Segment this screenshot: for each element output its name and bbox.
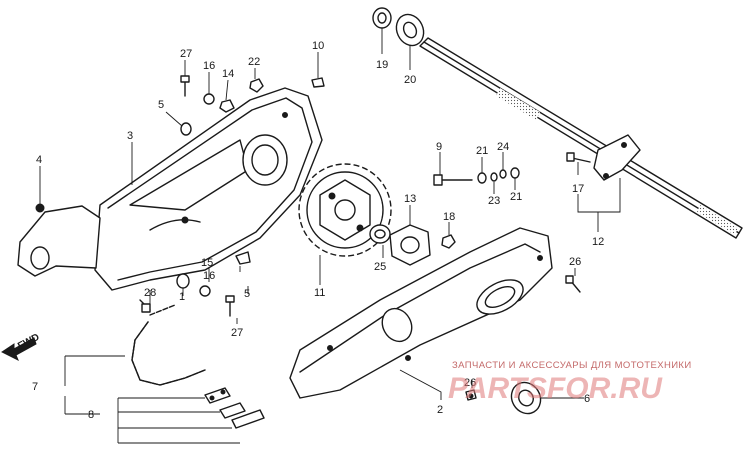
label-26b: 26 (464, 377, 476, 389)
label-20: 20 (404, 74, 416, 86)
label-19: 19 (376, 59, 388, 71)
part-number-labels: 27 16 14 22 10 5 3 4 19 20 9 21 24 23 21… (32, 40, 604, 421)
label-11: 11 (314, 287, 325, 299)
label-3: 3 (127, 130, 133, 142)
label-13: 13 (404, 193, 416, 205)
label-27b: 27 (231, 327, 243, 339)
label-16b: 16 (203, 270, 215, 282)
label-4: 4 (36, 154, 42, 166)
drive-chain (131, 304, 206, 386)
label-28: 28 (144, 287, 156, 299)
label-2: 2 (437, 404, 443, 416)
label-12: 12 (592, 236, 604, 248)
label-17: 17 (572, 183, 584, 195)
sprocket-hub (369, 224, 431, 266)
chain-master-link (204, 387, 265, 429)
label-7: 7 (32, 381, 38, 393)
label-21a: 21 (476, 145, 488, 157)
label-22: 22 (248, 56, 260, 68)
label-9: 9 (436, 141, 442, 153)
label-18: 18 (443, 211, 455, 223)
label-8: 8 (88, 409, 94, 421)
forward-arrow: FWD (1, 332, 41, 362)
rear-axle-shaft (372, 7, 743, 239)
forward-label: FWD (16, 332, 41, 352)
chain-case-cover (289, 227, 553, 399)
fasteners (139, 75, 591, 401)
label-23: 23 (488, 195, 500, 207)
label-10: 10 (312, 40, 324, 52)
mounting-bracket (17, 203, 101, 277)
label-16a: 16 (203, 60, 215, 72)
label-21b: 21 (510, 191, 522, 203)
label-26a: 26 (569, 256, 581, 268)
watermark-logo: PARTSFOR.RU (448, 372, 663, 405)
cover-seal (510, 381, 542, 415)
label-1: 1 (179, 291, 185, 303)
watermark-text: ЗАПЧАСТИ И АКСЕССУАРЫ ДЛЯ МОТОТЕХНИКИ (452, 360, 692, 371)
chain-case-inner (94, 87, 323, 291)
label-24: 24 (497, 141, 509, 153)
label-5b: 5 (244, 288, 250, 300)
label-14: 14 (222, 68, 234, 80)
label-25: 25 (374, 261, 386, 273)
leader-lines (39, 28, 621, 444)
watermark: ЗАПЧАСТИ И АКСЕССУАРЫ ДЛЯ МОТОТЕХНИКИ PA… (448, 360, 692, 405)
label-5a: 5 (158, 99, 164, 111)
label-27a: 27 (180, 48, 192, 60)
label-15: 15 (201, 257, 213, 269)
label-6: 6 (584, 393, 590, 405)
drive-sprocket (298, 163, 392, 257)
